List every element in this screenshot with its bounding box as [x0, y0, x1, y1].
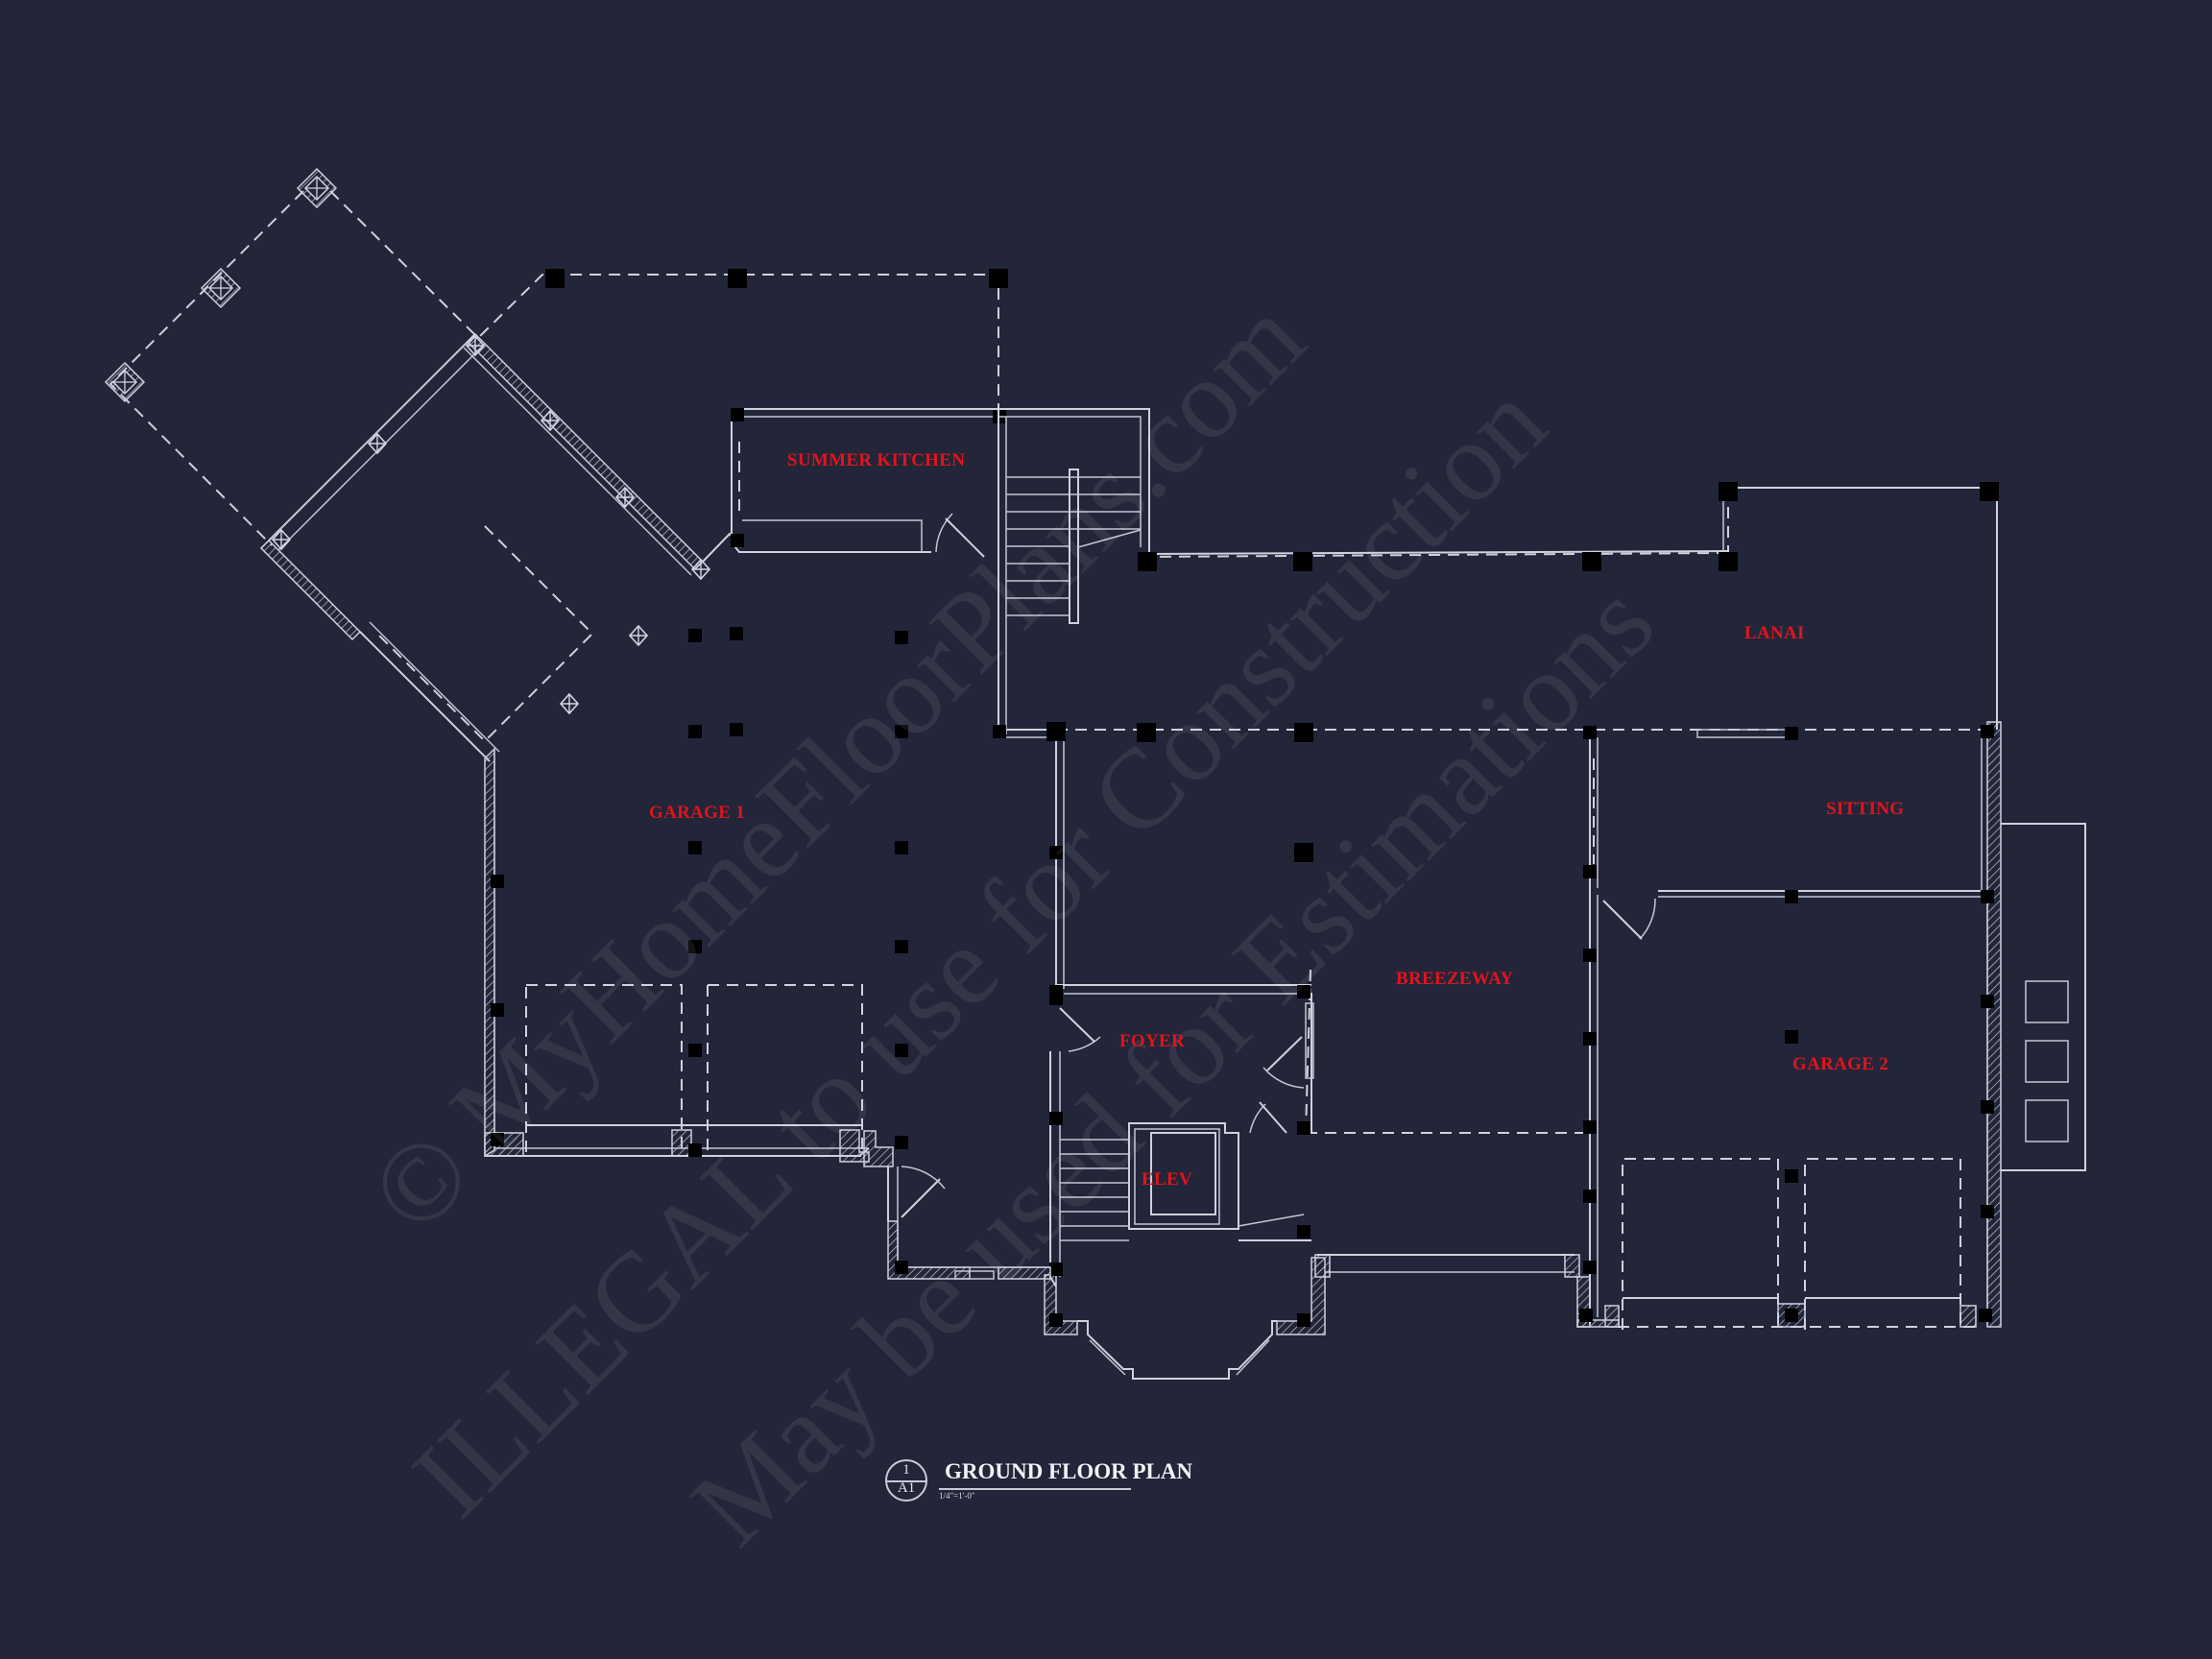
lanai-walls: [1138, 482, 1999, 730]
room-label-elev: ELEV: [1142, 1169, 1192, 1190]
summer-kitchen-walls: [731, 408, 1006, 558]
room-label-foyer: FOYER: [1119, 1031, 1185, 1051]
garage-1-walls: [484, 627, 908, 1163]
entry-vestibule-walls: [863, 1130, 1051, 1280]
drawing-scale: 1/4"=1'-0": [939, 1491, 975, 1501]
room-label-garage-1: GARAGE 1: [649, 803, 746, 823]
drawing-title: GROUND FLOOR PLAN: [945, 1459, 1193, 1483]
breezeway-walls: [993, 722, 1997, 1278]
angled-wing: [259, 332, 742, 762]
garage-2-walls: [1576, 721, 2086, 1330]
title-underline: [939, 1488, 1131, 1490]
room-label-summer-kitchen: SUMMER KITCHEN: [787, 450, 966, 470]
detail-number: 1: [902, 1462, 910, 1478]
sheet-number: A1: [897, 1480, 916, 1496]
room-label-garage-2: GARAGE 2: [1792, 1054, 1889, 1074]
foyer-walls: [1044, 984, 1326, 1380]
angled-porch: [105, 168, 1008, 546]
room-label-breezeway: BREEZEWAY: [1396, 969, 1514, 989]
exterior-stair: [998, 408, 1150, 734]
room-label-lanai: LANAI: [1744, 623, 1805, 643]
room-label-sitting: SITTING: [1826, 799, 1905, 819]
detail-bubble-divider: [885, 1480, 927, 1482]
